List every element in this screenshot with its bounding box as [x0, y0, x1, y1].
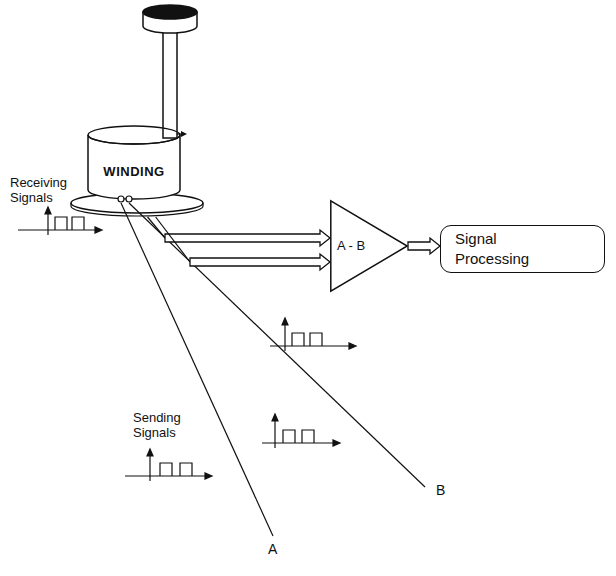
- plot-axis: [262, 442, 334, 443]
- axis-head: [45, 207, 51, 214]
- arrow-lead: [148, 217, 165, 238]
- wire-a: [121, 203, 273, 536]
- arrow-outline: [408, 238, 440, 254]
- plot-axis: [284, 324, 285, 351]
- pulse-plot: [270, 318, 356, 351]
- arrow-outline: [165, 230, 330, 246]
- signal-caption: Receiving Signals: [10, 175, 82, 205]
- axis-head: [95, 227, 102, 233]
- terminal-name: A: [268, 541, 288, 557]
- base-plate-edge: [71, 203, 203, 216]
- plot-axis: [125, 475, 206, 476]
- axis-head: [282, 318, 288, 325]
- pulse-plot: [262, 414, 340, 448]
- axis-head: [333, 440, 340, 446]
- winding-drum: WINDING: [70, 125, 206, 217]
- plot-axis: [274, 420, 275, 448]
- shaft: [163, 30, 177, 138]
- terminal: [126, 196, 132, 202]
- plot-axis: [47, 212, 48, 235]
- terminal: [118, 196, 124, 202]
- axis-head: [349, 343, 356, 349]
- pulse-plot: [125, 449, 212, 481]
- axis-head: [147, 449, 153, 456]
- pulse-train: [160, 463, 192, 476]
- arrow-lead: [156, 217, 190, 262]
- arrow-outline: [190, 254, 330, 270]
- pulse-train: [292, 333, 322, 346]
- process-label: Signal Processing: [455, 229, 550, 269]
- hollow-arrow: [408, 238, 440, 254]
- rotation-arrow-head: [181, 131, 187, 137]
- pulse-plot: [18, 207, 102, 235]
- process-box: Signal Processing: [440, 225, 605, 273]
- signal-caption: Sending Signals: [133, 410, 199, 440]
- pulse-train: [55, 217, 84, 230]
- amplifier-triangle: [331, 201, 407, 291]
- winding-label: WINDING: [70, 125, 206, 180]
- drum-top: [88, 126, 180, 144]
- amplifier-label: A - B: [330, 200, 408, 254]
- difference-amplifier: A - B: [330, 200, 408, 292]
- top-cap: [143, 5, 197, 19]
- plot-axis: [149, 455, 150, 481]
- terminal-name: B: [436, 482, 456, 498]
- pulse-train: [283, 430, 314, 443]
- axis-head: [272, 414, 278, 421]
- axis-head: [205, 473, 212, 479]
- hollow-arrow: [156, 217, 330, 270]
